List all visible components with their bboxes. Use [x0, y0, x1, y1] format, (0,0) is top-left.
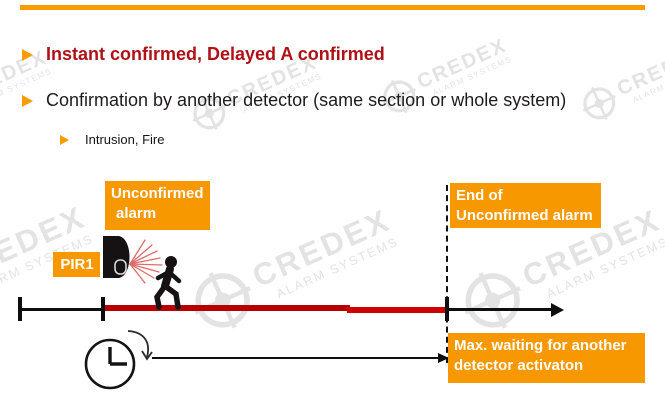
max-waiting-label: Max. waiting for another detector activa…	[448, 333, 645, 383]
walking-person-icon	[154, 256, 182, 310]
watermark-brand: CREDEX	[613, 40, 665, 100]
clock-icon	[84, 338, 136, 390]
end-of-unconfirmed-alarm-label: End of Unconfirmed alarm	[450, 183, 601, 228]
timeline-tick-start	[18, 297, 22, 321]
pir1-label: PIR1	[53, 252, 100, 277]
watermark-tagline: ALARM SYSTEMS	[544, 234, 665, 301]
credex-logo-icon	[582, 86, 616, 120]
timeline-arrowhead-icon	[551, 302, 564, 317]
max-waiting-line2: detector activaton	[454, 357, 584, 375]
bullet-text-intrusion-fire: Intrusion, Fire	[85, 132, 165, 147]
credex-logo-icon	[464, 272, 521, 329]
bullet-triangle-icon	[22, 49, 33, 61]
end-of-line1: End of	[456, 187, 503, 204]
pir1-text: PIR1	[60, 256, 94, 273]
timeline-tick-alarm	[101, 297, 105, 321]
bullet-item-1: Instant confirmed, Delayed A confirmed	[22, 44, 385, 65]
bullet-text-instant-confirmed: Instant confirmed, Delayed A confirmed	[46, 44, 385, 64]
waiting-arrowhead-icon	[438, 353, 449, 363]
waiting-arrow-line	[152, 357, 440, 359]
pir-detector-icon	[103, 236, 163, 284]
watermark-brand: CREDEX	[413, 33, 511, 93]
active-alarm-segment	[347, 307, 447, 313]
bullet-text-confirmation: Confirmation by another detector (same s…	[46, 90, 567, 110]
top-accent-bar	[20, 5, 645, 10]
watermark-tagline: ALARM SYSTEMS	[630, 61, 665, 105]
watermark-brand: CREDEX	[247, 201, 396, 294]
credex-logo-icon	[194, 272, 251, 329]
active-alarm-segment	[104, 305, 350, 311]
bullet-item-3: Intrusion, Fire	[60, 132, 164, 147]
bullet-triangle-icon	[22, 95, 33, 107]
end-marker-dashed-line	[446, 185, 448, 363]
unconfirmed-alarm-line2: alarm	[116, 205, 157, 223]
end-of-line2: Unconfirmed alarm	[456, 207, 593, 225]
max-waiting-line1: Max. waiting for another	[454, 337, 627, 354]
unconfirmed-alarm-label: Unconfirmed alarm	[105, 181, 210, 230]
unconfirmed-alarm-line1: Unconfirmed	[111, 185, 204, 202]
watermark: CREDEX ALARM SYSTEMS	[182, 197, 405, 342]
watermark-tagline: ALARM SYSTEMS	[274, 234, 401, 301]
bullet-item-2: Confirmation by another detector (same s…	[22, 90, 566, 111]
watermark: CREDEX ALARM SYSTEMS	[575, 39, 665, 128]
rotation-arrow-icon	[127, 330, 153, 361]
bullet-triangle-icon	[60, 135, 69, 145]
